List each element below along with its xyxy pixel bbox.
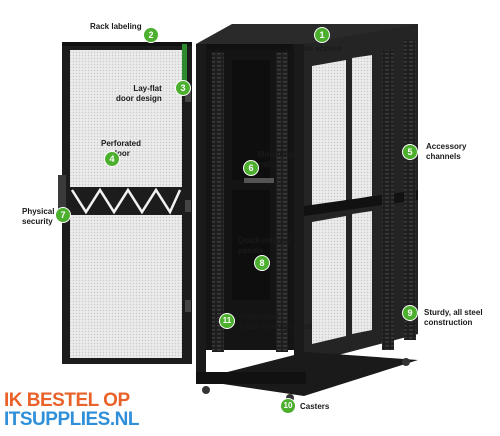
callout-label-perforated-door: Perforated door	[101, 139, 142, 158]
callout-label-sturdy-steel: Sturdy, all steel construction	[424, 308, 483, 327]
front-door	[58, 42, 192, 364]
callout-label-physical-security: Physical security	[22, 207, 55, 226]
callout-badge-6: 6	[244, 161, 258, 175]
callout-badge-1: 1	[315, 28, 329, 42]
callout-badge-10: 10	[281, 399, 295, 413]
callout-badge-3: 3	[176, 81, 190, 95]
callout-label-rack-labeling: Rack labeling	[90, 22, 142, 31]
callout-label-lay-flat-door: Lay-flat door design	[116, 84, 162, 103]
callout-label-casters: Casters	[300, 402, 330, 411]
callout-label-cable-access: Cable access	[291, 44, 342, 53]
watermark-line-2: ITSUPPLIES.NL	[4, 409, 139, 430]
callout-label-mounting-rails: Mounting rails	[258, 150, 294, 169]
callout-label-quick-release-panels: Quick-release panels	[238, 236, 291, 255]
callout-badge-9: 9	[403, 306, 417, 320]
callout-label-accessory-channels: Accessory channels	[426, 142, 467, 161]
callout-label-cable-management: Integrated cable management	[240, 312, 313, 331]
callout-badge-2: 2	[144, 28, 158, 42]
callout-badge-11: 11	[220, 314, 234, 328]
watermark-line-1: IK BESTEL OP	[4, 390, 130, 411]
cabinet-body	[196, 24, 418, 402]
callout-badge-4: 4	[105, 152, 119, 166]
callout-badge-7: 7	[56, 208, 70, 222]
callout-badge-5: 5	[403, 145, 417, 159]
callout-badge-8: 8	[255, 256, 269, 270]
